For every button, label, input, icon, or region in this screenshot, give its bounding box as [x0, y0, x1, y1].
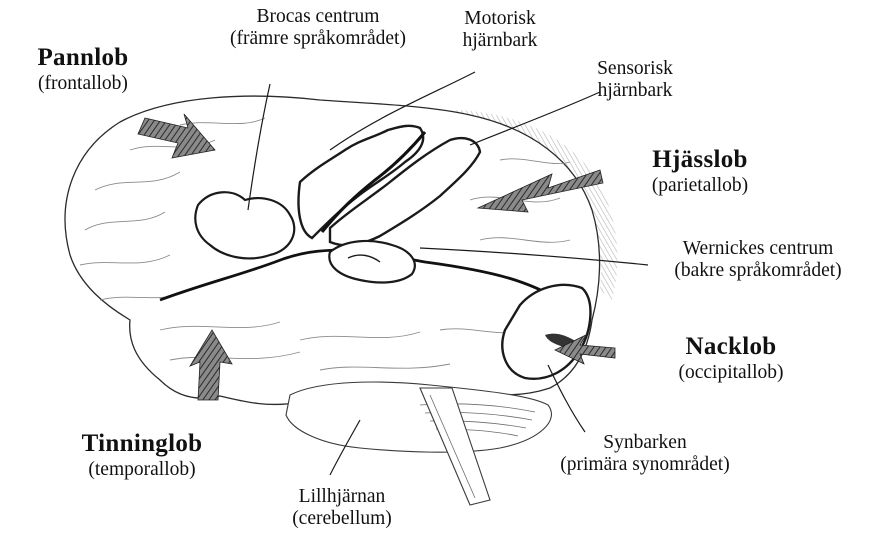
broca-line2: (främre språkområdet) [193, 28, 443, 50]
label-motor-cortex: Motorisk hjärnbark [430, 8, 570, 53]
visual-line1: Synbarken [530, 432, 760, 454]
visual-line2: (primära synområdet) [530, 454, 760, 476]
motor-line1: Motorisk [430, 8, 570, 30]
frontal-lobe-latin: (frontallob) [8, 73, 158, 95]
motor-line2: hjärnbark [430, 30, 570, 52]
temporal-lobe-name: Tinninglob [28, 430, 256, 459]
label-parietal-lobe: Hjässlob (parietallob) [620, 146, 780, 197]
parietal-lobe-name: Hjässlob [620, 146, 780, 175]
sensory-line1: Sensorisk [565, 58, 705, 80]
frontal-lobe-name: Pannlob [8, 44, 158, 73]
broca-line1: Brocas centrum [193, 6, 443, 28]
occipital-lobe-name: Nacklob [648, 333, 814, 362]
label-broca: Brocas centrum (främre språkområdet) [193, 6, 443, 51]
label-temporal-lobe: Tinninglob (temporallob) [28, 430, 256, 481]
label-wernicke: Wernickes centrum (bakre språkområdet) [645, 238, 871, 283]
occipital-lobe-latin: (occipitallob) [648, 362, 814, 384]
label-frontal-lobe: Pannlob (frontallob) [8, 44, 158, 95]
wernicke-line2: (bakre språkområdet) [645, 260, 871, 282]
label-sensory-cortex: Sensorisk hjärnbark [565, 58, 705, 103]
label-cerebellum: Lillhjärnan (cerebellum) [262, 486, 422, 531]
label-occipital-lobe: Nacklob (occipitallob) [648, 333, 814, 384]
sensory-line2: hjärnbark [565, 80, 705, 102]
label-visual-cortex: Synbarken (primära synområdet) [530, 432, 760, 477]
parietal-lobe-latin: (parietallob) [620, 175, 780, 197]
cerebellum-line1: Lillhjärnan [262, 486, 422, 508]
cerebellum-line2: (cerebellum) [262, 508, 422, 530]
temporal-lobe-latin: (temporallob) [28, 459, 256, 481]
wernicke-line1: Wernickes centrum [645, 238, 871, 260]
